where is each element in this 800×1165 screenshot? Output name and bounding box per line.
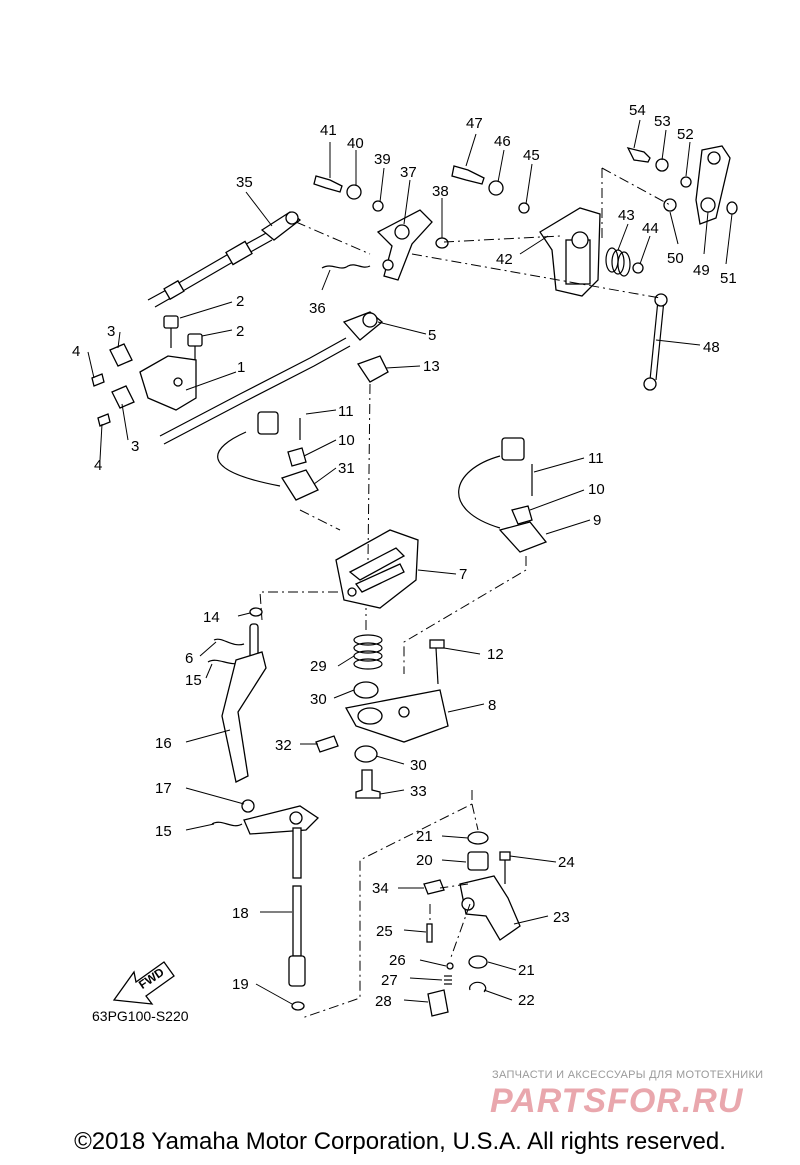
callout-19: 19 [232,976,249,993]
callout-17: 17 [155,780,172,797]
cable-bracket-group [91,311,389,445]
callout-44: 44 [642,220,659,237]
callout-10b: 10 [588,481,605,498]
leader-lines [87,119,733,1005]
callout-2b: 2 [236,323,244,340]
callout-30b: 30 [410,757,427,774]
callout-12: 12 [487,646,504,663]
callout-15b: 15 [155,823,172,840]
callout-35: 35 [236,174,253,191]
callout-50: 50 [667,250,684,267]
callout-53: 53 [654,113,671,130]
housing-7 [335,529,419,609]
callout-33: 33 [410,783,427,800]
callout-4: 4 [72,343,80,360]
callout-38: 38 [432,183,449,200]
drawing-code: 63PG100-S220 [92,1008,189,1024]
callout-37: 37 [400,164,417,181]
callout-42: 42 [496,251,513,268]
callout-4b: 4 [94,457,102,474]
callout-21b: 21 [518,962,535,979]
callout-1: 1 [237,359,245,376]
callout-40: 40 [347,135,364,152]
watermark-logo: PARTSFOR.RU [490,1082,744,1120]
callout-45: 45 [523,147,540,164]
watermark-tagline: ЗАПЧАСТИ И АКСЕССУАРЫ ДЛЯ МОТОТЕХНИКИ [492,1069,764,1081]
callout-15: 15 [185,672,202,689]
copyright-notice: ©2018 Yamaha Motor Corporation, U.S.A. A… [74,1128,726,1155]
callout-28: 28 [375,993,392,1010]
neutral-switches [217,411,548,553]
callout-11: 11 [338,403,354,420]
callout-21: 21 [416,828,433,845]
callout-14: 14 [203,609,220,626]
callout-9: 9 [593,512,601,529]
callout-3b: 3 [131,438,139,455]
callout-24: 24 [558,854,575,871]
callout-13: 13 [423,358,440,375]
callout-46: 46 [494,133,511,150]
callout-20: 20 [416,852,433,869]
callout-10: 10 [338,432,355,449]
callout-52: 52 [677,126,694,143]
callout-6: 6 [185,650,193,667]
callout-23: 23 [553,909,570,926]
callout-32: 32 [275,737,292,754]
callout-5: 5 [428,327,436,344]
callout-22: 22 [518,992,535,1009]
callout-48: 48 [703,339,720,356]
shift-lever-shaft [207,607,320,1011]
callout-7: 7 [459,566,467,583]
center-parts [315,634,449,799]
callout-54: 54 [629,102,646,119]
fwd-arrow: FWD [112,961,175,1005]
callout-34: 34 [372,880,389,897]
callout-27: 27 [381,972,398,989]
callout-25: 25 [376,923,393,940]
callout-31: 31 [338,460,355,477]
callout-29: 29 [310,658,327,675]
callout-43: 43 [618,207,635,224]
callout-26: 26 [389,952,406,969]
callout-18: 18 [232,905,249,922]
callout-47: 47 [466,115,483,132]
callout-11b: 11 [588,450,604,467]
callout-2: 2 [236,293,244,310]
callout-numbers: 1 2 2 3 3 4 4 5 6 7 8 9 10 10 11 11 12 1… [72,102,737,1010]
callout-30: 30 [310,691,327,708]
upper-linkage [147,145,738,391]
callout-51: 51 [720,270,737,287]
callout-41: 41 [320,122,337,139]
callout-39: 39 [374,151,391,168]
callout-49: 49 [693,262,710,279]
callout-3: 3 [107,323,115,340]
callout-36: 36 [309,300,326,317]
callout-16: 16 [155,735,172,752]
detent-group [423,831,521,1017]
callout-8: 8 [488,697,496,714]
assembly-lines [259,167,673,1019]
